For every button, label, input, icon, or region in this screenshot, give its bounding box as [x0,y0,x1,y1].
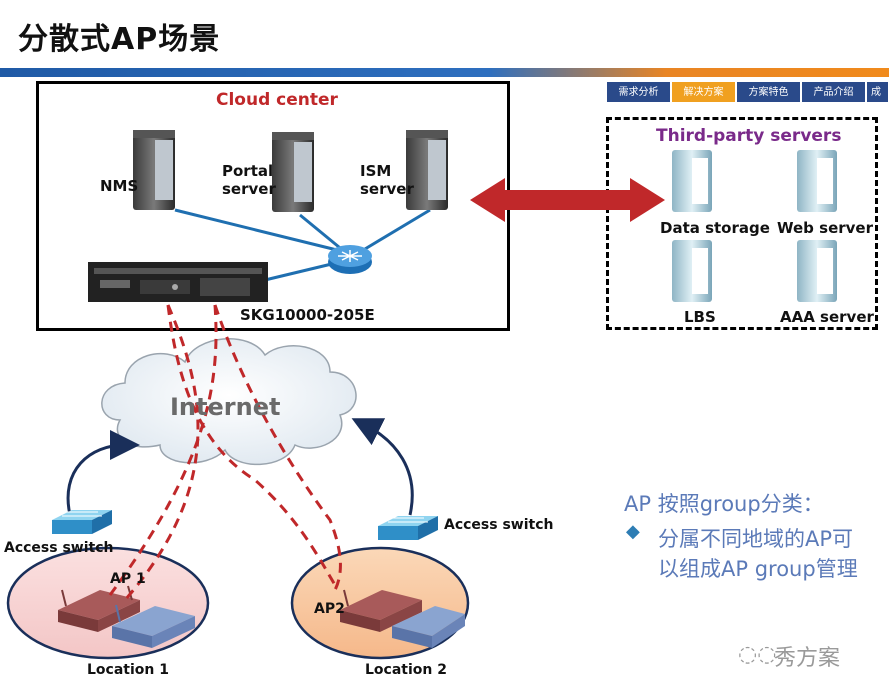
third-party-box [606,117,878,330]
title-bar [0,68,889,77]
data-storage-label: Data storage [660,219,770,237]
device-label: SKG10000-205E [240,306,375,324]
page-title: 分散式AP场景 [18,22,221,57]
ap1-label: AP 1 [110,571,146,587]
double-arrow-icon [470,178,665,222]
location-1-label: Location 1 [87,662,169,678]
note-heading: AP 按照group分类： [624,492,824,516]
access-switch-1-label: Access switch [4,540,114,556]
tab-requirements[interactable]: 需求分析 [606,81,671,103]
skg-device-icon [88,262,268,302]
tab-solution[interactable]: 解决方案 [671,81,736,103]
uplink-arrow-right [351,418,414,516]
ism-server-icon [406,130,448,210]
tunnel-lines [108,304,342,601]
note-line-1: 分属不同地域的AP可 [658,527,854,551]
portal-server-icon [272,132,314,212]
ap2-label: AP2 [314,601,345,617]
cloud-links [174,208,431,282]
internet-label: Internet [170,393,281,421]
note-line-2: 以组成AP group管理 [658,557,858,581]
nms-server-icon [133,130,175,210]
note-bullet-icon: ◆ [626,521,640,542]
tab-products[interactable]: 产品介绍 [801,81,866,103]
ap1-peer-device-icon [112,604,195,648]
aaa-server-icon [797,240,837,302]
internet-cloud-icon [101,338,357,466]
wechat-icon: ◌◌ [738,642,777,667]
ap2-device-icon [340,589,422,632]
access-switch-2-icon [378,516,438,540]
portal-server-label: Portal server [222,162,276,198]
lbs-label: LBS [684,308,716,326]
lbs-server-icon [672,240,712,302]
ism-server-label: ISM server [360,162,414,198]
data-storage-server-icon [672,150,712,212]
third-party-title: Third-party servers [656,126,842,146]
nms-label: NMS [100,177,139,195]
uplink-arrow-left [66,430,140,516]
access-switch-2-label: Access switch [444,517,554,533]
tab-features[interactable]: 方案特色 [736,81,801,103]
router-icon [328,245,372,274]
ap2-peer-device-icon [392,606,465,648]
access-switch-1-icon [52,510,112,534]
location-2-label: Location 2 [365,662,447,678]
web-server-icon [797,150,837,212]
aaa-server-label: AAA server [780,308,874,326]
cloud-center-title: Cloud center [216,90,338,110]
web-server-label: Web server [777,219,873,237]
watermark: 秀方案 [774,646,841,671]
